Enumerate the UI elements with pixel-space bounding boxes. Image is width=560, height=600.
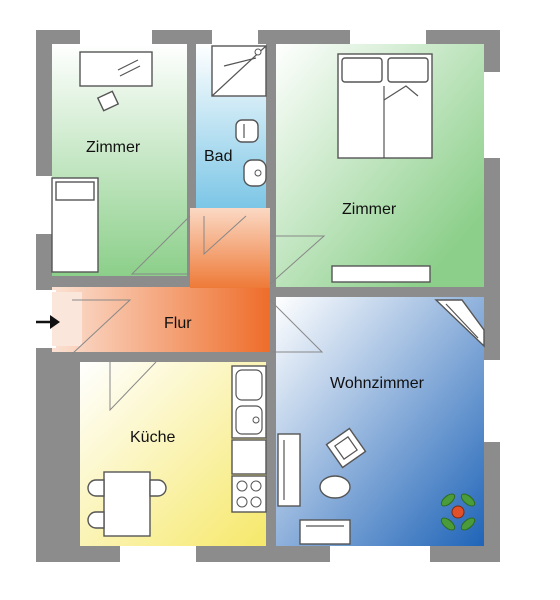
window: [330, 546, 430, 562]
entrance-floor: [52, 292, 82, 346]
chair-icon: [96, 90, 120, 112]
room-label-bad: Bad: [204, 148, 232, 165]
room-flur-upper: [190, 208, 270, 288]
entrance-opening: [34, 290, 56, 348]
sofa-icon: [277, 433, 301, 507]
entrance-arrow-icon: [36, 315, 60, 329]
desk-icon: [79, 51, 153, 87]
toilet-icon: [235, 119, 259, 143]
sofa-icon: [299, 519, 351, 545]
sink-icon: [243, 159, 267, 187]
chair-icon: [87, 479, 167, 529]
window: [36, 176, 52, 234]
doors: [71, 215, 326, 412]
kitchen-sink-icon: [231, 365, 267, 439]
window: [212, 30, 258, 44]
stove-icon: [231, 439, 267, 513]
window: [80, 30, 152, 44]
dresser-icon: [331, 265, 431, 283]
coffee-table-icon: [319, 475, 351, 499]
window: [484, 72, 500, 158]
window: [350, 30, 426, 44]
window: [120, 546, 196, 562]
bed-icon: [51, 177, 99, 273]
armchair-icon: [325, 427, 367, 469]
window: [484, 360, 500, 442]
room-label-zimmer-small: Zimmer: [86, 139, 141, 156]
tv-icon: [434, 299, 485, 348]
room-label-flur: Flur: [164, 315, 192, 332]
plant-icon: [440, 493, 476, 531]
shower-icon: [211, 45, 267, 97]
double-bed-icon: [337, 53, 433, 159]
table-icon: [103, 471, 151, 537]
room-label-kueche: Küche: [130, 429, 175, 446]
room-label-wohnzimmer: Wohnzimmer: [330, 375, 425, 392]
room-label-zimmer-large: Zimmer: [342, 201, 397, 218]
